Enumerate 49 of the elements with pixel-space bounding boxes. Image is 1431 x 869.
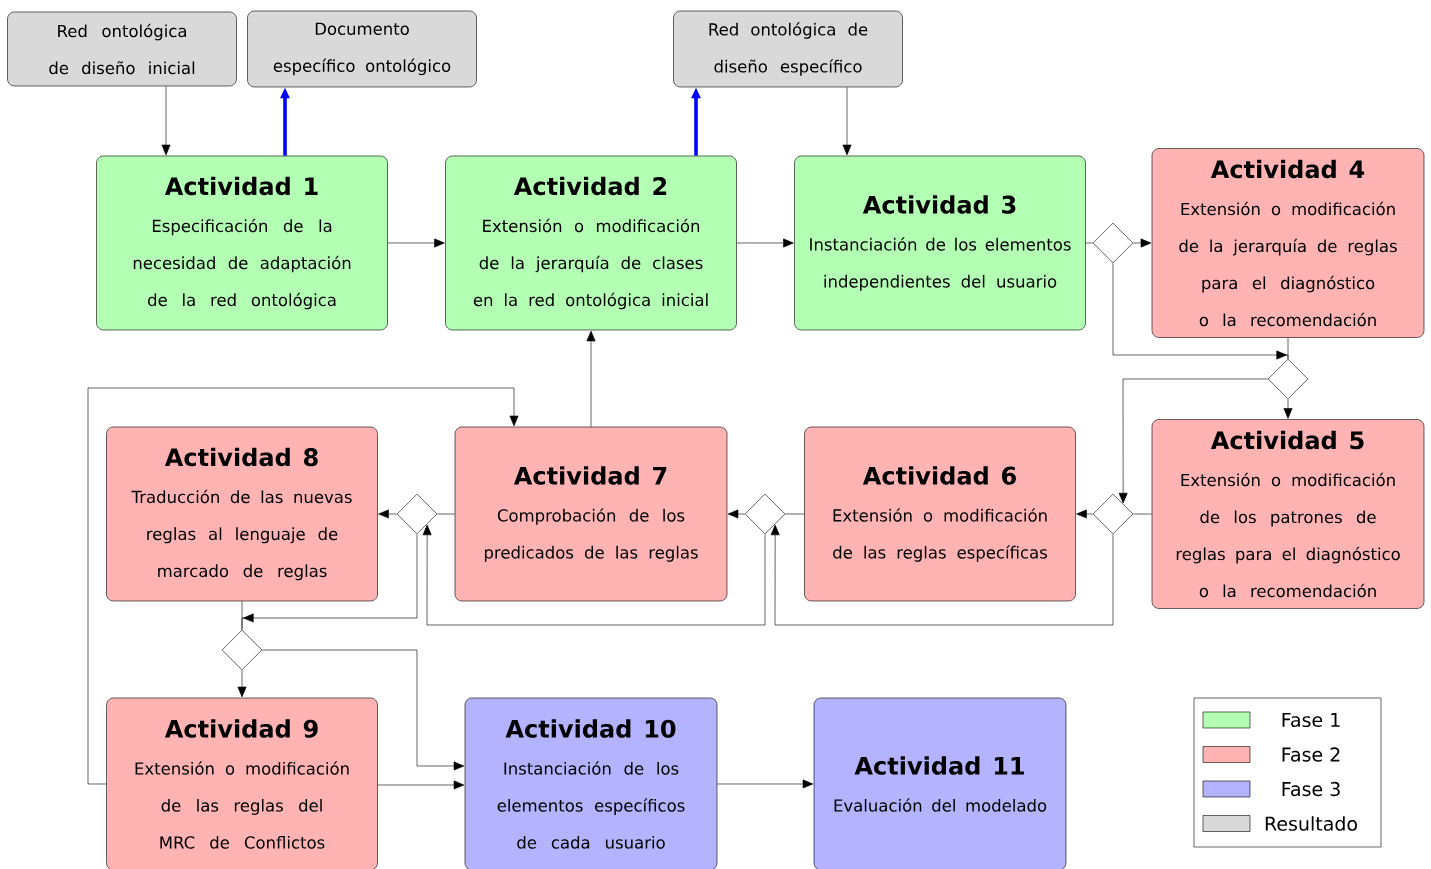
connector-line bbox=[1085, 242, 1093, 244]
decision-diamond bbox=[744, 493, 786, 535]
arrow bbox=[842, 87, 852, 156]
decision-diamond bbox=[1267, 358, 1309, 400]
activity-box: Actividad 11 Evaluación del modelado bbox=[813, 697, 1067, 869]
arrow bbox=[378, 509, 397, 519]
arrow bbox=[1133, 238, 1152, 248]
connector-line bbox=[1287, 337, 1289, 359]
arrow bbox=[161, 86, 171, 156]
activity-box: Actividad 2 Extensión o modificación de la jerarquía de clases en la red ontológica inicial bbox=[445, 155, 737, 331]
arrow bbox=[586, 330, 596, 427]
result-box: Documento específico ontológico bbox=[247, 10, 477, 88]
activity-box: Actividad 3 Instanciación de los elementos independientes del usuario bbox=[794, 155, 1086, 331]
activity-box: Actividad 9 Extensión o modificación de las reglas del MRC de Conflictos bbox=[106, 697, 378, 869]
legend-label: Fase 3 bbox=[1282, 781, 1340, 797]
arrow bbox=[1112, 263, 1289, 360]
decision-diamond bbox=[1092, 222, 1134, 264]
activity-box: Actividad 8 Traducción de las nuevas reglas al lenguaje de marcado de reglas bbox=[106, 426, 378, 602]
legend-label: Fase 1 bbox=[1282, 712, 1340, 728]
arrow bbox=[736, 238, 794, 248]
result-box: Red ontológica de diseño específico bbox=[673, 10, 903, 88]
arrow bbox=[1076, 509, 1093, 519]
arrow bbox=[422, 524, 766, 626]
arrow bbox=[87, 387, 519, 785]
arrow bbox=[262, 649, 465, 771]
decision-diamond bbox=[396, 493, 438, 535]
arrow bbox=[1283, 399, 1293, 419]
arrow bbox=[770, 524, 1114, 626]
decision-diamond bbox=[1092, 493, 1134, 535]
decision-diamond bbox=[221, 629, 263, 671]
activity-box: Actividad 5 Extensión o modificación de los patrones de reglas para el diagnóstico o la recomendación bbox=[1151, 419, 1425, 609]
arrow bbox=[727, 509, 745, 519]
arrow bbox=[387, 238, 445, 248]
result-box: Red ontológica de diseño inicial bbox=[7, 11, 237, 87]
arrow bbox=[237, 670, 247, 698]
activity-box: Actividad 7 Comprobación de los predicados de las reglas bbox=[454, 426, 728, 602]
legend-label: Resultado bbox=[1265, 816, 1357, 831]
activity-box: Actividad 1 Especificación de la necesidad de adaptación de la red ontológica bbox=[96, 155, 388, 331]
activity-box: Actividad 4 Extensión o modificación de la jerarquía de reglas para el diagnóstico o la recomendación bbox=[1151, 148, 1425, 338]
arrow bbox=[717, 779, 814, 789]
connector-line bbox=[241, 601, 243, 630]
arrow bbox=[377, 780, 465, 790]
connector-line bbox=[1133, 513, 1152, 515]
connector-line bbox=[785, 513, 805, 515]
arrow bbox=[1118, 378, 1268, 504]
connector-line bbox=[437, 513, 455, 515]
activity-box: Actividad 6 Extensión o modificación de las reglas específicas bbox=[804, 426, 1076, 602]
activity-box: Actividad 10 Instanciación de los elementos específicos de cada usuario bbox=[464, 697, 718, 869]
legend-label: Fase 2 bbox=[1282, 747, 1340, 762]
